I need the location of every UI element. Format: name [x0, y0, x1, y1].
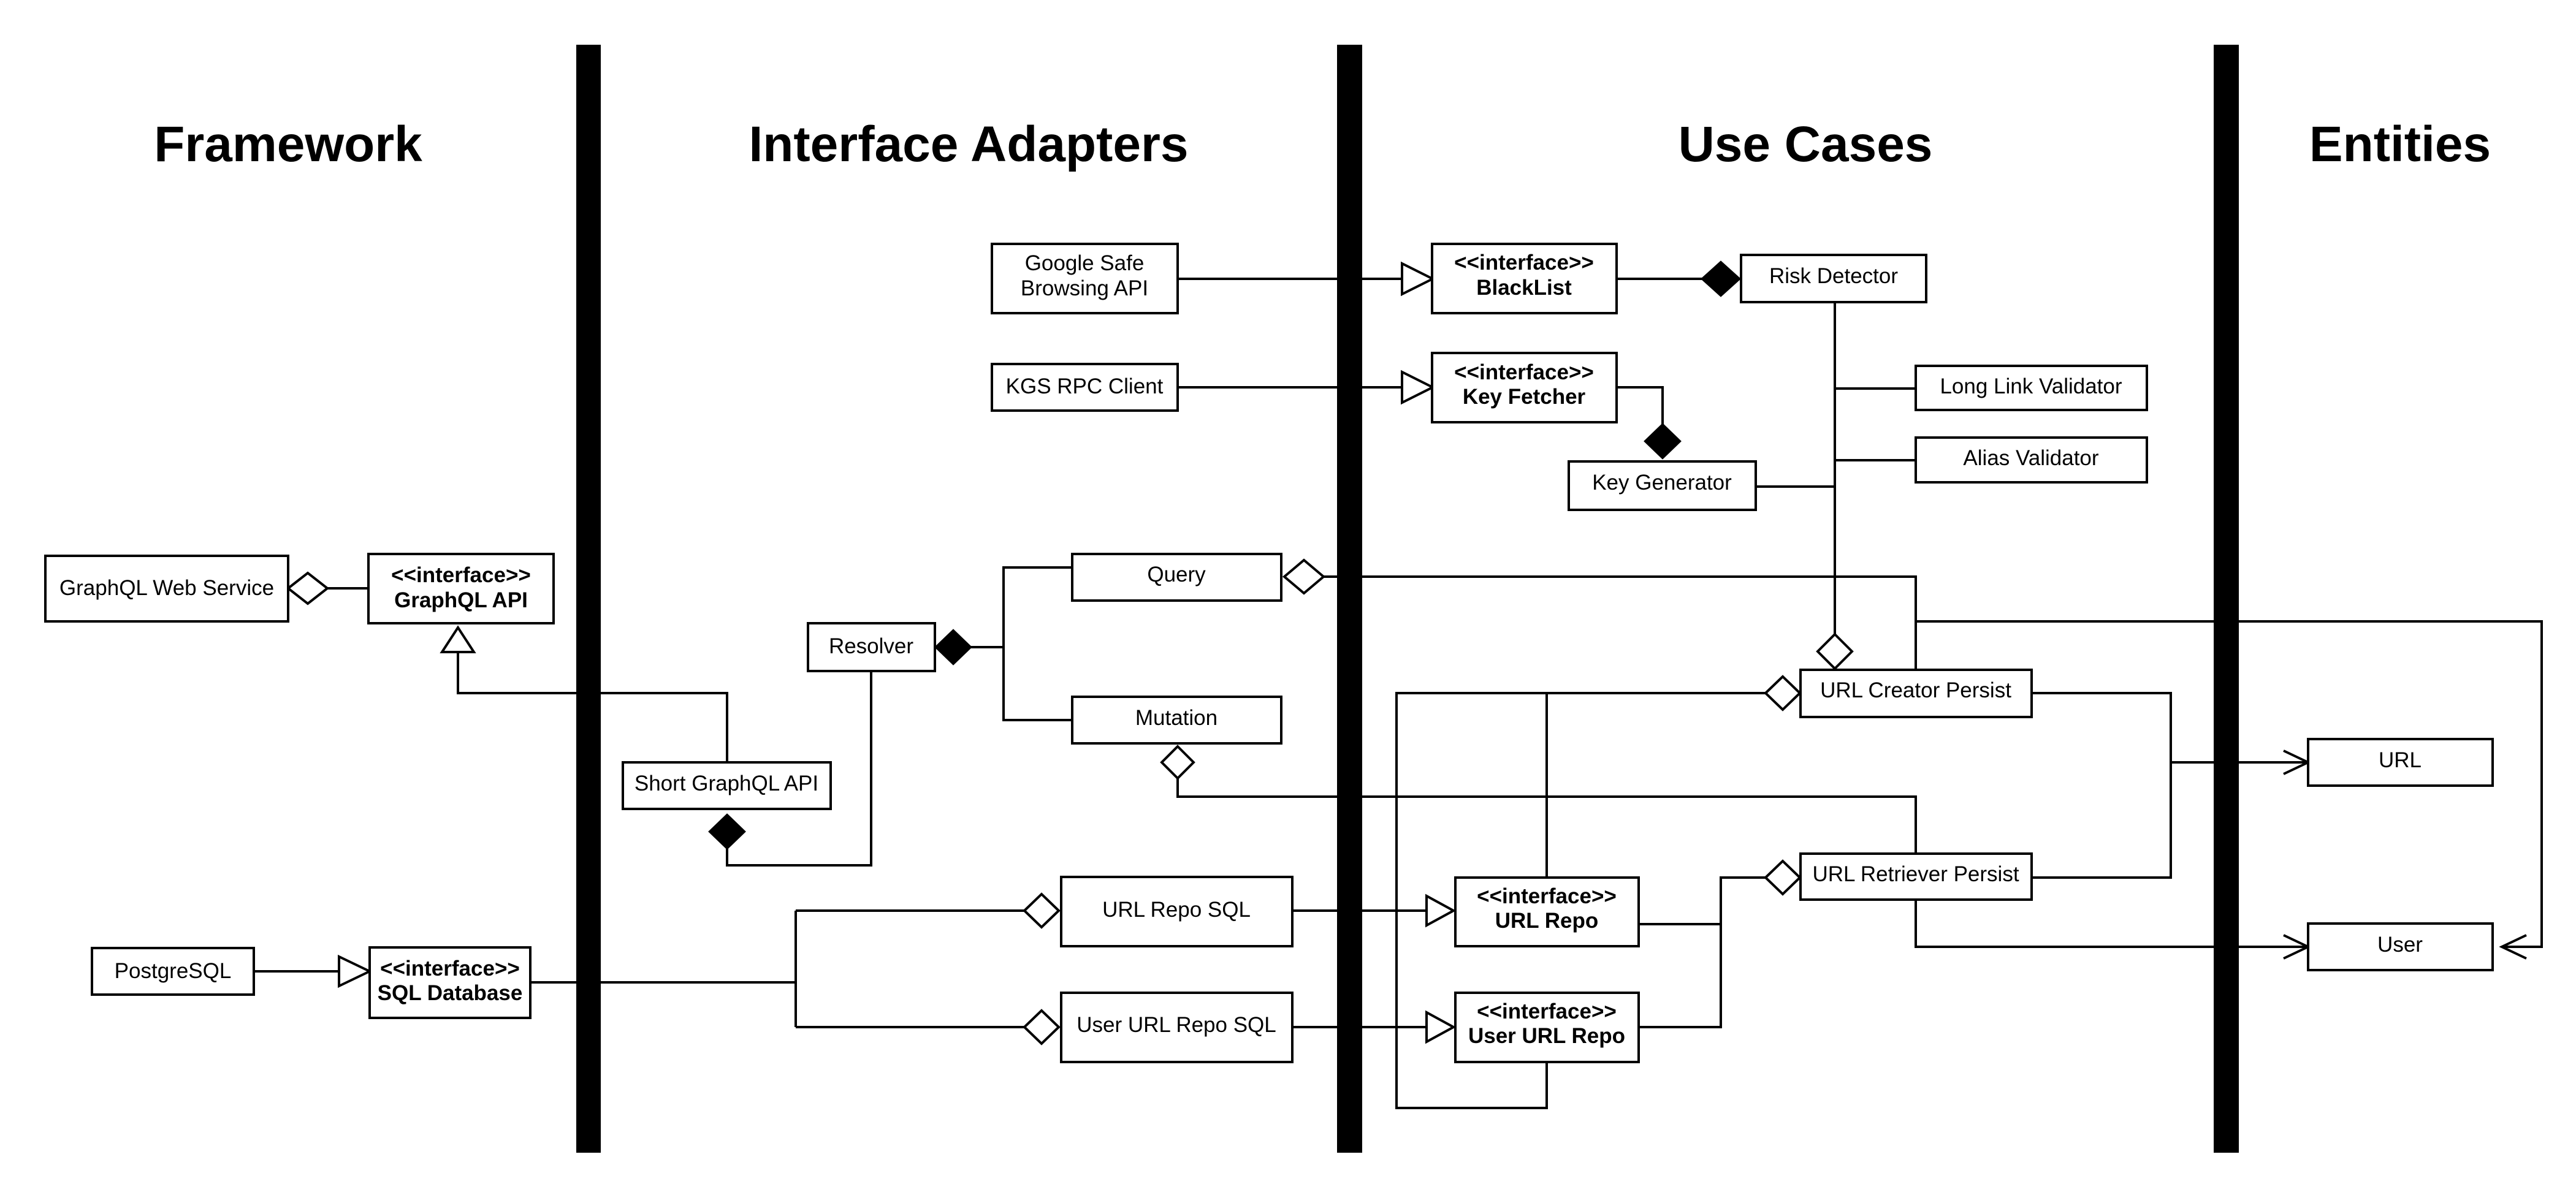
kgs-rpc-client-box: KGS RPC Client [991, 363, 1179, 412]
layer-boundary-2 [1337, 45, 1362, 1153]
graphql-api-interface-box: <<interface>> GraphQL API [367, 553, 555, 624]
url-repo-interface-box: <<interface>> URL Repo [1454, 876, 1640, 947]
blacklist-stereotype: <<interface>> [1454, 251, 1594, 275]
mutation-box: Mutation [1071, 696, 1282, 745]
mutation-label: Mutation [1135, 706, 1218, 730]
alias-validator-box: Alias Validator [1915, 436, 2148, 484]
key-fetcher-label: Key Fetcher [1463, 385, 1586, 409]
postgresql-box: PostgreSQL [91, 947, 255, 996]
risk-detector-label: Risk Detector [1769, 264, 1898, 288]
url-repo-label: URL Repo [1495, 909, 1599, 933]
relationship-markers [286, 260, 2527, 1045]
heading-entities: Entities [2309, 116, 2491, 172]
url-repo-sql-box: URL Repo SQL [1060, 876, 1294, 947]
long-link-validator-box: Long Link Validator [1915, 365, 2148, 411]
google-safe-label-line1: Google Safe [1025, 251, 1145, 275]
key-fetcher-interface-box: <<interface>> Key Fetcher [1431, 352, 1618, 423]
google-safe-label-line2: Browsing API [1021, 276, 1148, 300]
user-url-repo-label: User URL Repo [1468, 1024, 1625, 1048]
blacklist-interface-box: <<interface>> BlackList [1431, 243, 1618, 314]
key-generator-box: Key Generator [1568, 460, 1757, 511]
url-repo-sql-label: URL Repo SQL [1102, 898, 1251, 922]
url-retriever-persist-label: URL Retriever Persist [1812, 862, 2019, 886]
short-graphql-api-label: Short GraphQL API [634, 772, 818, 795]
url-creator-persist-box: URL Creator Persist [1799, 669, 2033, 718]
short-graphql-api-box: Short GraphQL API [622, 761, 832, 810]
blacklist-label: BlackList [1476, 276, 1572, 300]
user-entity-box: User [2307, 922, 2494, 971]
url-creator-persist-label: URL Creator Persist [1820, 678, 2011, 702]
risk-detector-box: Risk Detector [1740, 254, 1927, 303]
graphql-web-service-label: GraphQL Web Service [59, 576, 274, 600]
url-repo-stereotype: <<interface>> [1477, 884, 1617, 908]
user-url-repo-interface-box: <<interface>> User URL Repo [1454, 992, 1640, 1063]
resolver-label: Resolver [829, 634, 913, 658]
graphql-web-service-box: GraphQL Web Service [44, 555, 289, 623]
long-link-validator-label: Long Link Validator [1940, 374, 2122, 398]
layer-boundary-1 [576, 45, 601, 1153]
heading-interface-adapters: Interface Adapters [749, 116, 1189, 172]
key-generator-label: Key Generator [1592, 471, 1732, 495]
heading-use-cases: Use Cases [1679, 116, 1933, 172]
user-entity-label: User [2377, 933, 2423, 957]
connector-lines [254, 278, 2543, 1109]
resolver-box: Resolver [807, 622, 936, 672]
user-url-repo-sql-box: User URL Repo SQL [1060, 992, 1294, 1063]
key-fetcher-stereotype: <<interface>> [1454, 360, 1594, 384]
kgs-rpc-client-label: KGS RPC Client [1006, 374, 1164, 398]
url-entity-box: URL [2307, 738, 2494, 787]
graphql-api-stereotype: <<interface>> [391, 563, 531, 587]
graphql-api-label: GraphQL API [394, 588, 528, 612]
sql-database-label: SQL Database [378, 981, 523, 1005]
google-safe-browsing-box: Google Safe Browsing API [991, 243, 1179, 314]
url-entity-label: URL [2379, 748, 2422, 772]
url-retriever-persist-box: URL Retriever Persist [1799, 852, 2033, 901]
query-box: Query [1071, 553, 1282, 602]
heading-framework: Framework [154, 116, 422, 172]
sql-database-interface-box: <<interface>> SQL Database [368, 946, 532, 1019]
layer-boundary-3 [2214, 45, 2239, 1153]
alias-validator-label: Alias Validator [1963, 446, 2098, 470]
user-url-repo-stereotype: <<interface>> [1477, 1000, 1617, 1023]
sql-database-stereotype: <<interface>> [380, 957, 520, 981]
user-url-repo-sql-label: User URL Repo SQL [1077, 1013, 1276, 1037]
postgresql-label: PostgreSQL [115, 959, 232, 983]
query-label: Query [1147, 563, 1206, 586]
